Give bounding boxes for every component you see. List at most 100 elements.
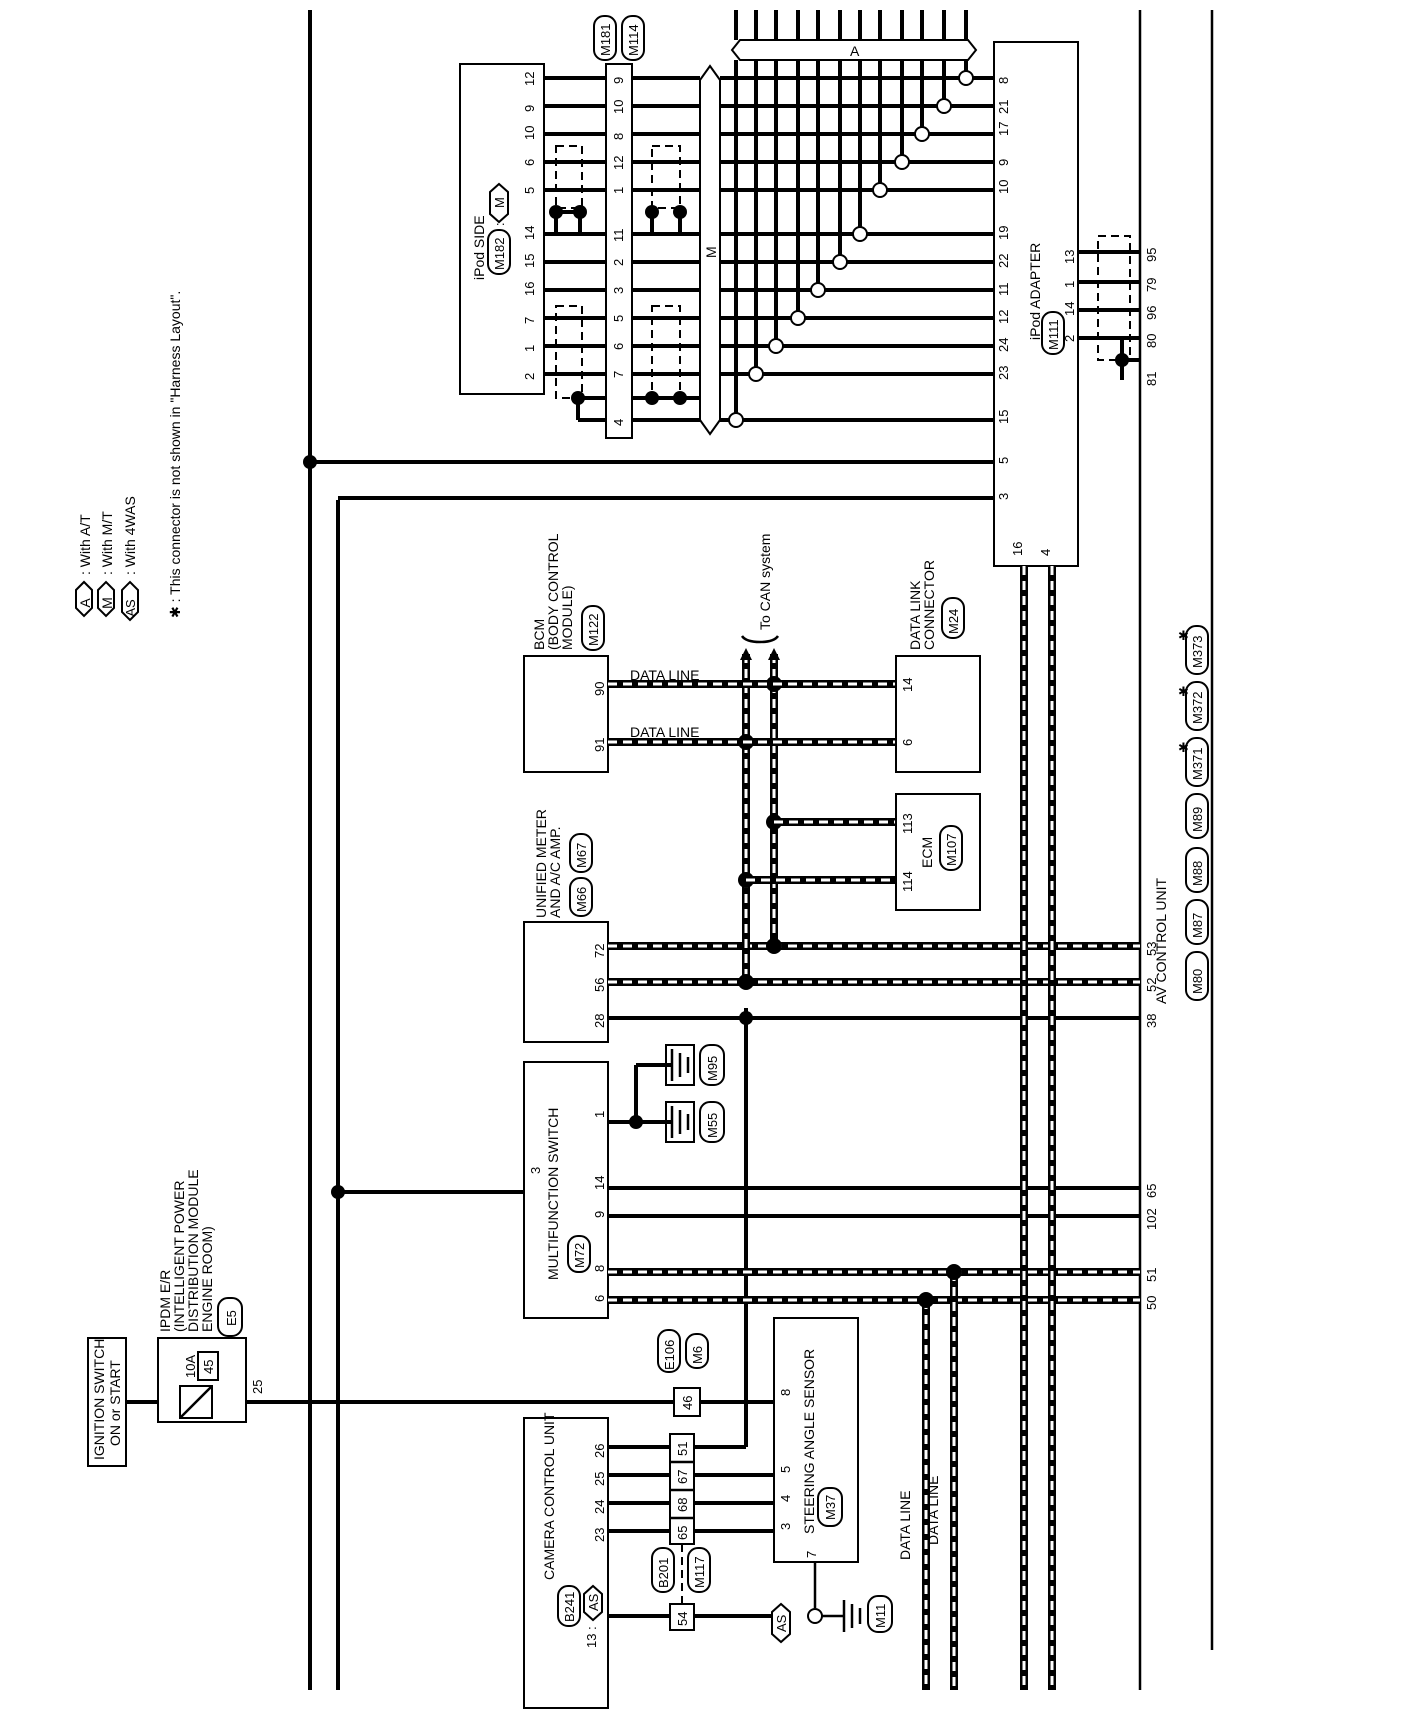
ipod-side-pin-6: 6 <box>522 159 537 166</box>
m181-pin-2: 2 <box>611 259 626 266</box>
b201-pin-65: 65 <box>675 1526 690 1540</box>
ipdm-line1: IPDM E/R <box>157 1270 173 1332</box>
connector-m181: 9 10 8 12 1 11 2 3 5 6 7 4 M181 M114 <box>593 15 645 439</box>
b201-code: B201 <box>656 1558 671 1588</box>
multifunction-pin-8: 8 <box>592 1265 607 1272</box>
ground-m95-icon: M95 <box>665 1044 725 1086</box>
bus-a-stubs <box>734 10 968 40</box>
ipdm-line4: ENGINE ROOM) <box>199 1226 215 1332</box>
camera-control-unit: CAMERA CONTROL UNIT 13 : B241 AS 26 25 2… <box>523 1412 609 1709</box>
meter-connector-2: M67 <box>574 843 589 868</box>
meter-connector-1: M66 <box>574 887 589 912</box>
bcm-line3: MODULE) <box>559 585 575 650</box>
av-star-2: ✱ <box>1178 684 1189 699</box>
data-line-label-1: DATA LINE <box>897 1490 913 1560</box>
dlc-connector: M24 <box>946 609 961 634</box>
bcm-line1: BCM <box>531 619 547 650</box>
adapter-pin-9: 9 <box>996 159 1011 166</box>
data-line-label-bcm-2: DATA LINE <box>630 724 700 740</box>
steering-pin-8: 8 <box>778 1389 793 1396</box>
legend-badge-m: M <box>99 597 115 609</box>
av-pin-102: 102 <box>1144 1208 1159 1230</box>
ipod-side-pin-10: 10 <box>522 126 537 140</box>
av-pin-52: 52 <box>1144 978 1159 992</box>
ipod-side-pin-2: 2 <box>522 373 537 380</box>
adapter-pin-4: 4 <box>1038 549 1053 556</box>
av-connector-m373: M373 <box>1190 635 1205 668</box>
av-pin-50: 50 <box>1144 1296 1159 1310</box>
legend-item-m: M : With M/T <box>97 511 115 618</box>
adapter-pin-5: 5 <box>996 457 1011 464</box>
multifunction-pin-9: 9 <box>592 1211 607 1218</box>
adapter-shield-pin-13: 13 <box>1062 250 1077 264</box>
bus-m-label: M <box>703 246 719 258</box>
adapter-pin-12: 12 <box>996 310 1011 324</box>
ipod-side-pin-9: 9 <box>522 105 537 112</box>
e106-code: E106 <box>662 1340 677 1370</box>
legend-item-as: AS : With 4WAS <box>121 496 139 622</box>
av-pin-53: 53 <box>1144 942 1159 956</box>
av-pin-65: 65 <box>1144 1184 1159 1198</box>
av-pins: 95 79 96 80 81 53 52 38 65 102 51 50 <box>1144 248 1159 1310</box>
m181-pin-11: 11 <box>611 229 626 243</box>
av-control-unit: AV CONTROL UNIT M80 M87 M88 M89 M371 ✱ M… <box>1153 625 1209 1004</box>
m114-code: M114 <box>626 24 641 56</box>
bcm-pin-90: 90 <box>592 682 607 696</box>
m181-pin-9: 9 <box>611 77 626 84</box>
camera-badge: AS <box>586 1593 601 1611</box>
av-pin-95: 95 <box>1144 248 1159 262</box>
multifunction-connector: M72 <box>572 1243 587 1268</box>
connector-b201: 51 67 68 65 54 B201 M117 <box>651 1433 711 1631</box>
meter-pin-56: 56 <box>592 978 607 992</box>
bus-m: M <box>699 64 721 436</box>
multifunction-pin-3: 3 <box>528 1167 543 1174</box>
b201-pin-51: 51 <box>675 1442 690 1456</box>
dlc-pin-6: 6 <box>900 739 915 746</box>
ipdm-er: IPDM E/R (INTELLIGENT POWER DISTRIBUTION… <box>157 1169 265 1423</box>
ipod-side-pin-16: 16 <box>522 282 537 296</box>
adapter-shield-pin-14: 14 <box>1062 302 1077 316</box>
ecm-pin-113: 113 <box>900 813 915 834</box>
multifunction-switch: MULTIFUNCTION SWITCH M72 3 1 14 9 8 6 <box>523 1061 609 1319</box>
av-pin-81: 81 <box>1144 372 1159 386</box>
ipod-side-badge: M <box>492 197 507 208</box>
fuse-amp: 10A <box>183 1355 198 1378</box>
ignition-switch-line2: ON or START <box>107 1360 123 1446</box>
multifunction-pin-14: 14 <box>592 1176 607 1190</box>
ipdm-connector: E5 <box>224 1310 239 1326</box>
bcm: BCM (BODY CONTROL MODULE) M122 90 91 <box>523 533 609 773</box>
ecm: ECM M107 113 114 <box>895 793 981 911</box>
steering-pin-3: 3 <box>778 1523 793 1530</box>
ecm-connector: M107 <box>944 833 959 866</box>
av-connector-m89: M89 <box>1190 807 1205 832</box>
legend-text-m: : With M/T <box>99 511 115 575</box>
meter-pin-72: 72 <box>592 944 607 958</box>
bcm-pin-91: 91 <box>592 738 607 752</box>
ecm-pin-114: 114 <box>900 871 915 892</box>
m117-code: M117 <box>692 1556 707 1588</box>
m181-pin-3: 3 <box>611 287 626 294</box>
legend-text-as: : With 4WAS <box>122 496 138 575</box>
m181-pin-6: 6 <box>611 343 626 350</box>
b201-pin-54: 54 <box>675 1612 690 1626</box>
ground-m11-label: M11 <box>873 1604 888 1628</box>
ipod-side-pin-15: 15 <box>522 254 537 268</box>
ground-m55-icon: M55 <box>665 1101 725 1143</box>
ipod-side-pin-7: 7 <box>522 317 537 324</box>
steering-connector: M37 <box>823 1495 838 1520</box>
meter-pin-28: 28 <box>592 1014 607 1028</box>
b201-pin-68: 68 <box>675 1498 690 1512</box>
ipod-side-pin-14: 14 <box>522 226 537 240</box>
bus-a-label: A <box>850 43 860 59</box>
m181-pin-10: 10 <box>611 100 626 114</box>
bus-a: A <box>730 39 978 61</box>
adapter-pin-16: 16 <box>1010 542 1025 556</box>
camera-pin-26: 26 <box>592 1444 607 1458</box>
as-badge-shape <box>771 1602 791 1644</box>
legend-badge-as: AS <box>123 599 138 617</box>
e106-pin: 46 <box>680 1396 695 1410</box>
ipdm-line3: DISTRIBUTION MODULE <box>185 1169 201 1332</box>
fuse-number: 45 <box>201 1360 216 1374</box>
legend-badge-a: A <box>77 598 93 608</box>
steering-pin-4: 4 <box>778 1495 793 1502</box>
